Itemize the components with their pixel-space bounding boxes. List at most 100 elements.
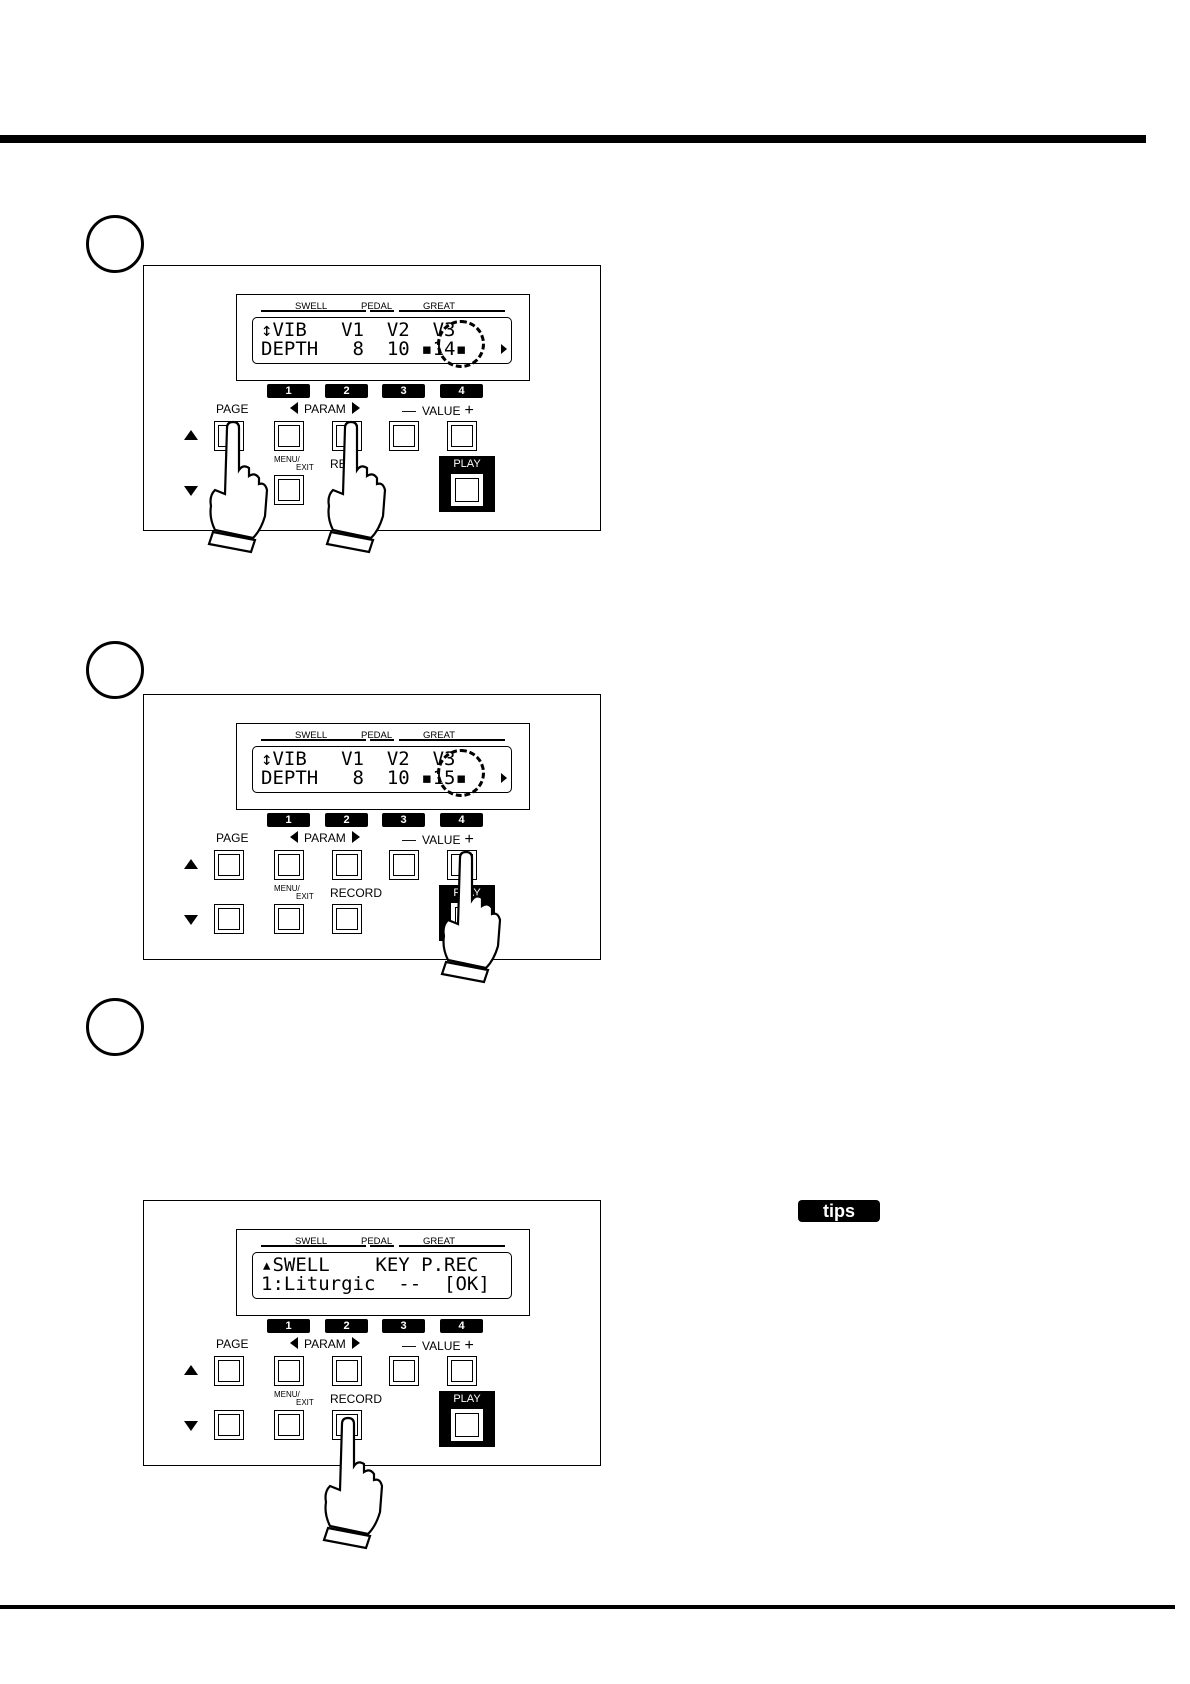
lcd-screen: ↕VIB V1 V2 V3 DEPTH 8 10 ▪15▪: [252, 746, 512, 797]
value-minus-button[interactable]: [389, 1356, 419, 1386]
num-tab-3: 3: [382, 1319, 425, 1333]
play-block: PLAY: [439, 1391, 495, 1447]
section-great-line: [399, 310, 505, 312]
menu-label: MENU/: [274, 455, 300, 464]
num-tab-4: 4: [440, 384, 483, 398]
num-tab-4: 4: [440, 1319, 483, 1333]
section-swell-label: SWELL: [295, 301, 328, 312]
param-right-button[interactable]: [332, 1356, 362, 1386]
menu-label: MENU/: [274, 1390, 300, 1399]
section-great-line: [399, 739, 505, 741]
triangle-up-icon: [184, 859, 198, 869]
display-frame: SWELL PEDAL GREAT ↕VIB V1 V2 V3 DEPTH 8 …: [236, 723, 530, 810]
value-label: VALUE: [422, 1339, 461, 1353]
num-tab-1: 1: [267, 813, 310, 827]
triangle-right-icon: [351, 402, 360, 414]
triangle-down-icon: [184, 1421, 198, 1431]
value-minus-button[interactable]: [389, 850, 419, 880]
param-right-button[interactable]: [332, 850, 362, 880]
menu-exit-button[interactable]: [274, 475, 304, 505]
param-label-group: PARAM: [290, 831, 360, 845]
triangle-up-icon: [184, 430, 198, 440]
triangle-left-icon: [290, 402, 298, 414]
num-tab-2: 2: [325, 1319, 368, 1333]
header-rule: [0, 135, 1146, 143]
num-tab-2: 2: [325, 384, 368, 398]
value-plus-button[interactable]: [447, 421, 477, 451]
record-label: RECORD: [330, 886, 383, 900]
section-pedal-label: PEDAL: [361, 1236, 393, 1247]
pointing-hand-icon: [440, 850, 502, 984]
step-circle-1: [86, 215, 144, 273]
value-label: VALUE: [422, 833, 461, 847]
param-left-button[interactable]: [274, 1356, 304, 1386]
page-down-button[interactable]: [214, 1410, 244, 1440]
num-tab-2: 2: [325, 813, 368, 827]
panel-step-1: SWELL PEDAL GREAT ↕VIB V1 V2 V3 DEPTH 8 …: [143, 265, 601, 531]
blinking-value-indicator: [437, 749, 485, 797]
section-great-label: GREAT: [423, 1236, 456, 1247]
play-label: PLAY: [453, 458, 481, 470]
exit-label: EXIT: [296, 892, 314, 901]
record-label: RECORD: [330, 1392, 383, 1406]
section-great-label: GREAT: [423, 730, 456, 741]
play-button[interactable]: [451, 474, 483, 506]
pointing-hand-icon: [325, 420, 387, 554]
param-left-button[interactable]: [274, 850, 304, 880]
section-great-line: [399, 1245, 505, 1247]
footer-rule: [0, 1605, 1175, 1609]
section-swell-label: SWELL: [295, 1236, 328, 1247]
page-up-button[interactable]: [214, 850, 244, 880]
plus-icon: +: [464, 402, 474, 419]
minus-icon: —: [402, 831, 416, 847]
plus-icon: +: [464, 831, 474, 848]
page-label: PAGE: [216, 831, 249, 845]
page-down-button[interactable]: [214, 904, 244, 934]
section-swell-label: SWELL: [295, 730, 328, 741]
exit-label: EXIT: [296, 1398, 314, 1407]
num-tab-3: 3: [382, 384, 425, 398]
value-label: VALUE: [422, 404, 461, 418]
param-label-group: PARAM: [290, 1337, 360, 1351]
blinking-value-indicator: [437, 320, 485, 368]
value-minus-button[interactable]: [389, 421, 419, 451]
lcd-line-1: ▴SWELL KEY P.REC: [261, 1254, 479, 1276]
lcd-screen: ▴SWELL KEY P.REC 1:Liturgic -- [OK]: [252, 1252, 512, 1299]
minus-icon: —: [402, 1337, 416, 1353]
param-left-button[interactable]: [274, 421, 304, 451]
display-frame: SWELL PEDAL GREAT ↕VIB V1 V2 V3 DEPTH 8 …: [236, 294, 530, 381]
triangle-right-icon: [351, 831, 360, 843]
pointing-hand-icon: [207, 420, 269, 554]
section-labels: SWELL PEDAL GREAT: [287, 301, 547, 315]
tips-badge: tips: [798, 1200, 880, 1222]
pointing-hand-icon: [322, 1416, 384, 1550]
menu-exit-button[interactable]: [274, 1410, 304, 1440]
play-button[interactable]: [451, 1409, 483, 1441]
page-up-button[interactable]: [214, 1356, 244, 1386]
section-pedal-label: PEDAL: [361, 730, 393, 741]
play-block: PLAY: [439, 456, 495, 512]
num-tab-3: 3: [382, 813, 425, 827]
num-tab-1: 1: [267, 1319, 310, 1333]
triangle-up-icon: [184, 1365, 198, 1375]
minus-icon: —: [402, 402, 416, 418]
param-label: PARAM: [304, 1337, 346, 1351]
triangle-down-icon: [184, 915, 198, 925]
section-great-label: GREAT: [423, 301, 456, 312]
record-button[interactable]: [332, 904, 362, 934]
menu-exit-button[interactable]: [274, 904, 304, 934]
section-pedal-line: [370, 310, 394, 312]
lcd-more-arrow-icon: [501, 773, 507, 783]
menu-label: MENU/: [274, 884, 300, 893]
plus-icon: +: [464, 1337, 474, 1354]
section-swell-line: [261, 739, 366, 741]
value-plus-button[interactable]: [447, 1356, 477, 1386]
num-tab-1: 1: [267, 384, 310, 398]
param-label-group: PARAM: [290, 402, 360, 416]
section-pedal-label: PEDAL: [361, 301, 393, 312]
value-label-group: — VALUE+: [402, 1337, 474, 1355]
panel-step-3: SWELL PEDAL GREAT ▴SWELL KEY P.REC 1:Lit…: [143, 1200, 601, 1466]
section-pedal-line: [370, 739, 394, 741]
section-labels: SWELL PEDAL GREAT: [287, 1236, 547, 1250]
value-label-group: — VALUE+: [402, 402, 474, 420]
